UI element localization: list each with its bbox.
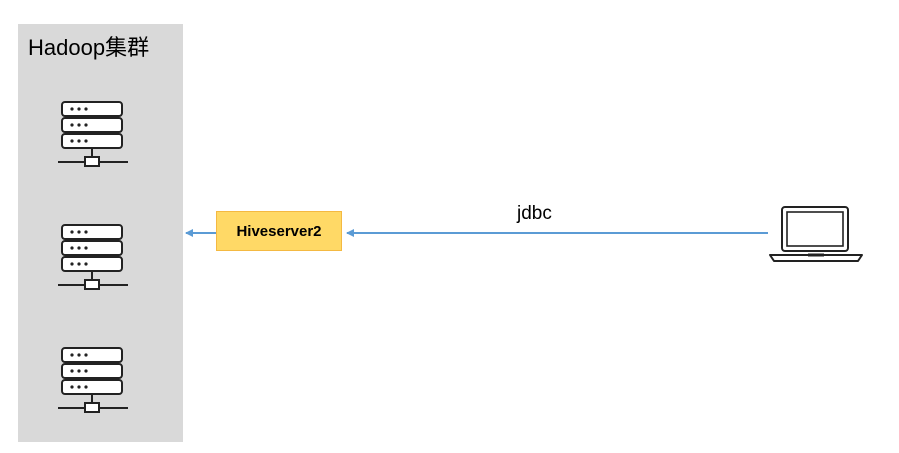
hiveserver2-node: Hiveserver2 (216, 211, 342, 251)
server-icon (56, 223, 130, 295)
hadoop-cluster: Hadoop集群 (18, 24, 183, 442)
server-icon (56, 346, 130, 418)
laptop-icon (768, 205, 864, 263)
jdbc-label: jdbc (517, 203, 552, 224)
hiveserver2-label: Hiveserver2 (236, 222, 322, 240)
cluster-title: Hadoop集群 (28, 35, 150, 60)
server-icon (56, 100, 130, 172)
